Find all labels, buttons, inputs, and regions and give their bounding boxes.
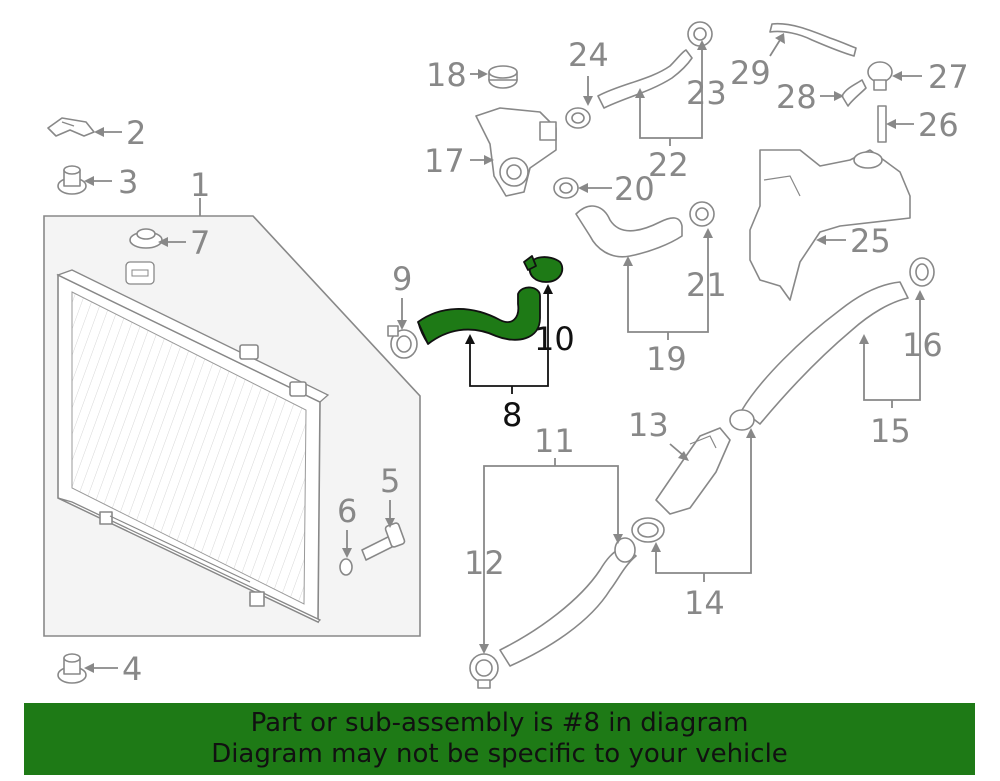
part-25-reservoir-icon[interactable] (749, 149, 911, 301)
callout-26[interactable]: 26 (918, 106, 959, 144)
part-19-hose-icon[interactable] (575, 205, 683, 258)
parts-diagram: 1 2 3 4 5 6 7 8 9 10 11 12 13 14 15 16 1… (43, 21, 969, 689)
callout-3[interactable]: 3 (118, 163, 138, 201)
callout-labels: 1 2 3 4 5 6 7 8 9 10 11 12 13 14 15 16 1… (118, 36, 969, 688)
callout-12[interactable]: 12 (464, 544, 505, 582)
radiator-core-icon (56, 261, 330, 624)
callout-25[interactable]: 25 (850, 222, 891, 260)
callout-4[interactable]: 4 (122, 650, 142, 688)
part-26-pipe-icon[interactable] (877, 105, 887, 143)
callout-24[interactable]: 24 (568, 36, 609, 74)
part-17-housing-icon[interactable] (475, 107, 557, 197)
part-4-mount-icon[interactable] (57, 653, 87, 684)
part-22-hose-icon[interactable] (597, 49, 693, 109)
part-27-valve-icon[interactable] (867, 61, 893, 91)
part-24-clamp-icon[interactable] (565, 107, 591, 129)
callout-21[interactable]: 21 (686, 266, 727, 304)
banner-line-2: Diagram may not be specific to your vehi… (211, 739, 788, 769)
part-29-hose-icon[interactable] (769, 22, 857, 57)
part-18-cap-icon[interactable] (488, 65, 518, 89)
callout-5[interactable]: 5 (380, 462, 400, 500)
part-10-clamp-icon[interactable] (523, 255, 564, 283)
callout-19[interactable]: 19 (646, 340, 687, 378)
part-15-hose-icon[interactable] (729, 281, 909, 431)
part-28-hose-icon[interactable] (841, 79, 867, 107)
callout-28[interactable]: 28 (776, 78, 817, 116)
callout-20[interactable]: 20 (614, 170, 655, 208)
callout-14[interactable]: 14 (684, 584, 725, 622)
callout-17[interactable]: 17 (424, 142, 465, 180)
part-20-clamp-icon[interactable] (553, 177, 579, 199)
callout-15[interactable]: 15 (870, 412, 911, 450)
leader-lines (84, 33, 925, 673)
callout-27[interactable]: 27 (928, 58, 969, 96)
part-9-clamp-icon[interactable] (387, 325, 418, 359)
part-13-outlet-icon[interactable] (655, 427, 731, 515)
callout-11[interactable]: 11 (534, 422, 575, 460)
callout-23[interactable]: 23 (686, 74, 727, 112)
callout-6[interactable]: 6 (337, 492, 357, 530)
callout-13[interactable]: 13 (628, 406, 669, 444)
callout-8[interactable]: 8 (502, 396, 522, 434)
part-11-lower-hose-icon[interactable] (499, 537, 637, 667)
callout-22[interactable]: 22 (648, 146, 689, 184)
part-6-o-ring-icon[interactable] (339, 558, 353, 576)
callout-1[interactable]: 1 (190, 166, 210, 204)
callout-29[interactable]: 29 (730, 54, 771, 92)
radiator-assembly-group[interactable] (43, 215, 421, 637)
part-16-clamp-icon[interactable] (909, 257, 935, 287)
part-14-clamp-icon[interactable] (631, 517, 665, 543)
part-8-upper-hose-icon[interactable] (417, 286, 541, 345)
callout-10[interactable]: 10 (534, 320, 575, 358)
part-23-clamp-icon[interactable] (687, 21, 713, 47)
callout-16[interactable]: 16 (902, 326, 943, 364)
callout-9[interactable]: 9 (392, 260, 412, 298)
callout-2[interactable]: 2 (126, 114, 146, 152)
part-21-clamp-icon[interactable] (689, 201, 715, 227)
part-12-clamp-icon[interactable] (469, 653, 499, 689)
part-2-bracket-icon[interactable] (47, 117, 95, 137)
callout-18[interactable]: 18 (426, 56, 467, 94)
callout-7[interactable]: 7 (190, 224, 210, 262)
part-notice-banner: Part or sub-assembly is #8 in diagram Di… (24, 703, 975, 775)
banner-line-1: Part or sub-assembly is #8 in diagram (250, 708, 749, 738)
part-3-mount-icon[interactable] (57, 165, 87, 195)
